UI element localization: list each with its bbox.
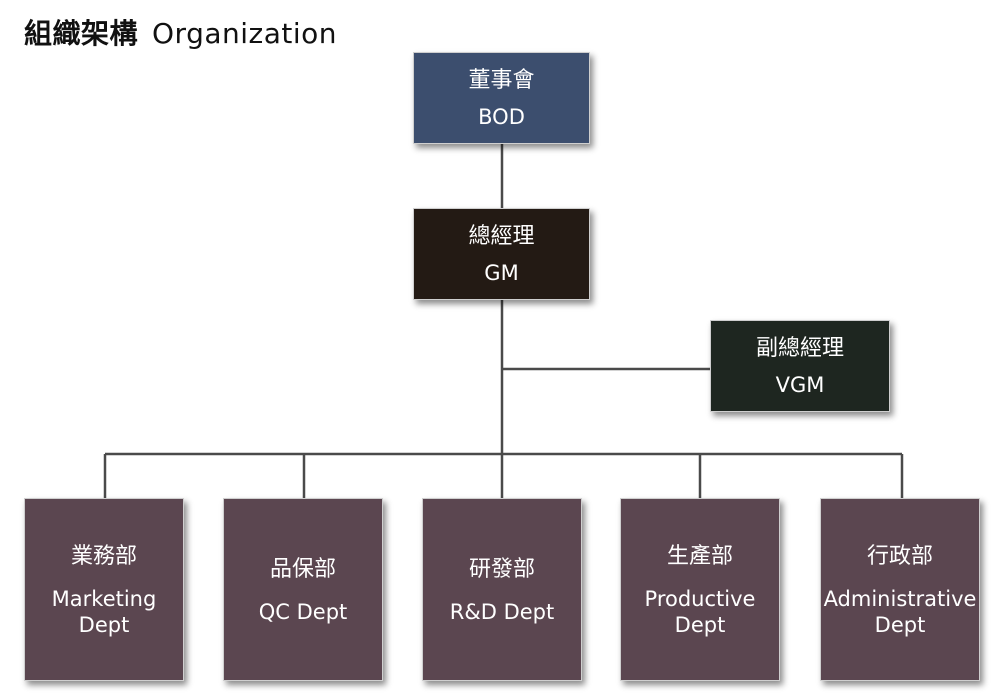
- dept-qc-en: QC Dept: [258, 599, 348, 624]
- dept-qc-zh: 品保部: [269, 556, 336, 582]
- node-vgm: 副總經理 VGM: [710, 320, 890, 412]
- dept-rd-en: R&D Dept: [449, 599, 555, 624]
- dept-marketing-en: Marketing Dept: [51, 586, 157, 637]
- node-gm-zh: 總經理: [468, 224, 535, 249]
- node-dept-qc: 品保部 QC Dept: [223, 498, 383, 681]
- dept-productive-en: Productive Dept: [644, 586, 756, 637]
- node-dept-productive: 生產部 Productive Dept: [620, 498, 780, 681]
- node-vgm-en: VGM: [775, 373, 825, 397]
- node-gm-en: GM: [484, 261, 519, 285]
- node-dept-marketing: 業務部 Marketing Dept: [24, 498, 184, 681]
- node-vgm-zh: 副總經理: [755, 336, 844, 361]
- dept-admin-zh: 行政部: [866, 543, 933, 569]
- page-title: 組織架構 Organization: [24, 12, 337, 52]
- node-bod-zh: 董事會: [468, 68, 535, 93]
- title-chinese: 組織架構: [24, 17, 139, 50]
- dept-admin-en: Administrative Dept: [823, 586, 977, 637]
- node-bod: 董事會 BOD: [413, 52, 590, 144]
- node-dept-admin: 行政部 Administrative Dept: [820, 498, 980, 681]
- dept-productive-zh: 生產部: [666, 543, 733, 569]
- dept-marketing-zh: 業務部: [70, 543, 137, 569]
- dept-rd-zh: 研發部: [468, 556, 535, 582]
- node-bod-en: BOD: [478, 105, 525, 129]
- node-dept-rd: 研發部 R&D Dept: [422, 498, 582, 681]
- node-gm: 總經理 GM: [413, 208, 590, 300]
- title-english: Organization: [152, 17, 338, 50]
